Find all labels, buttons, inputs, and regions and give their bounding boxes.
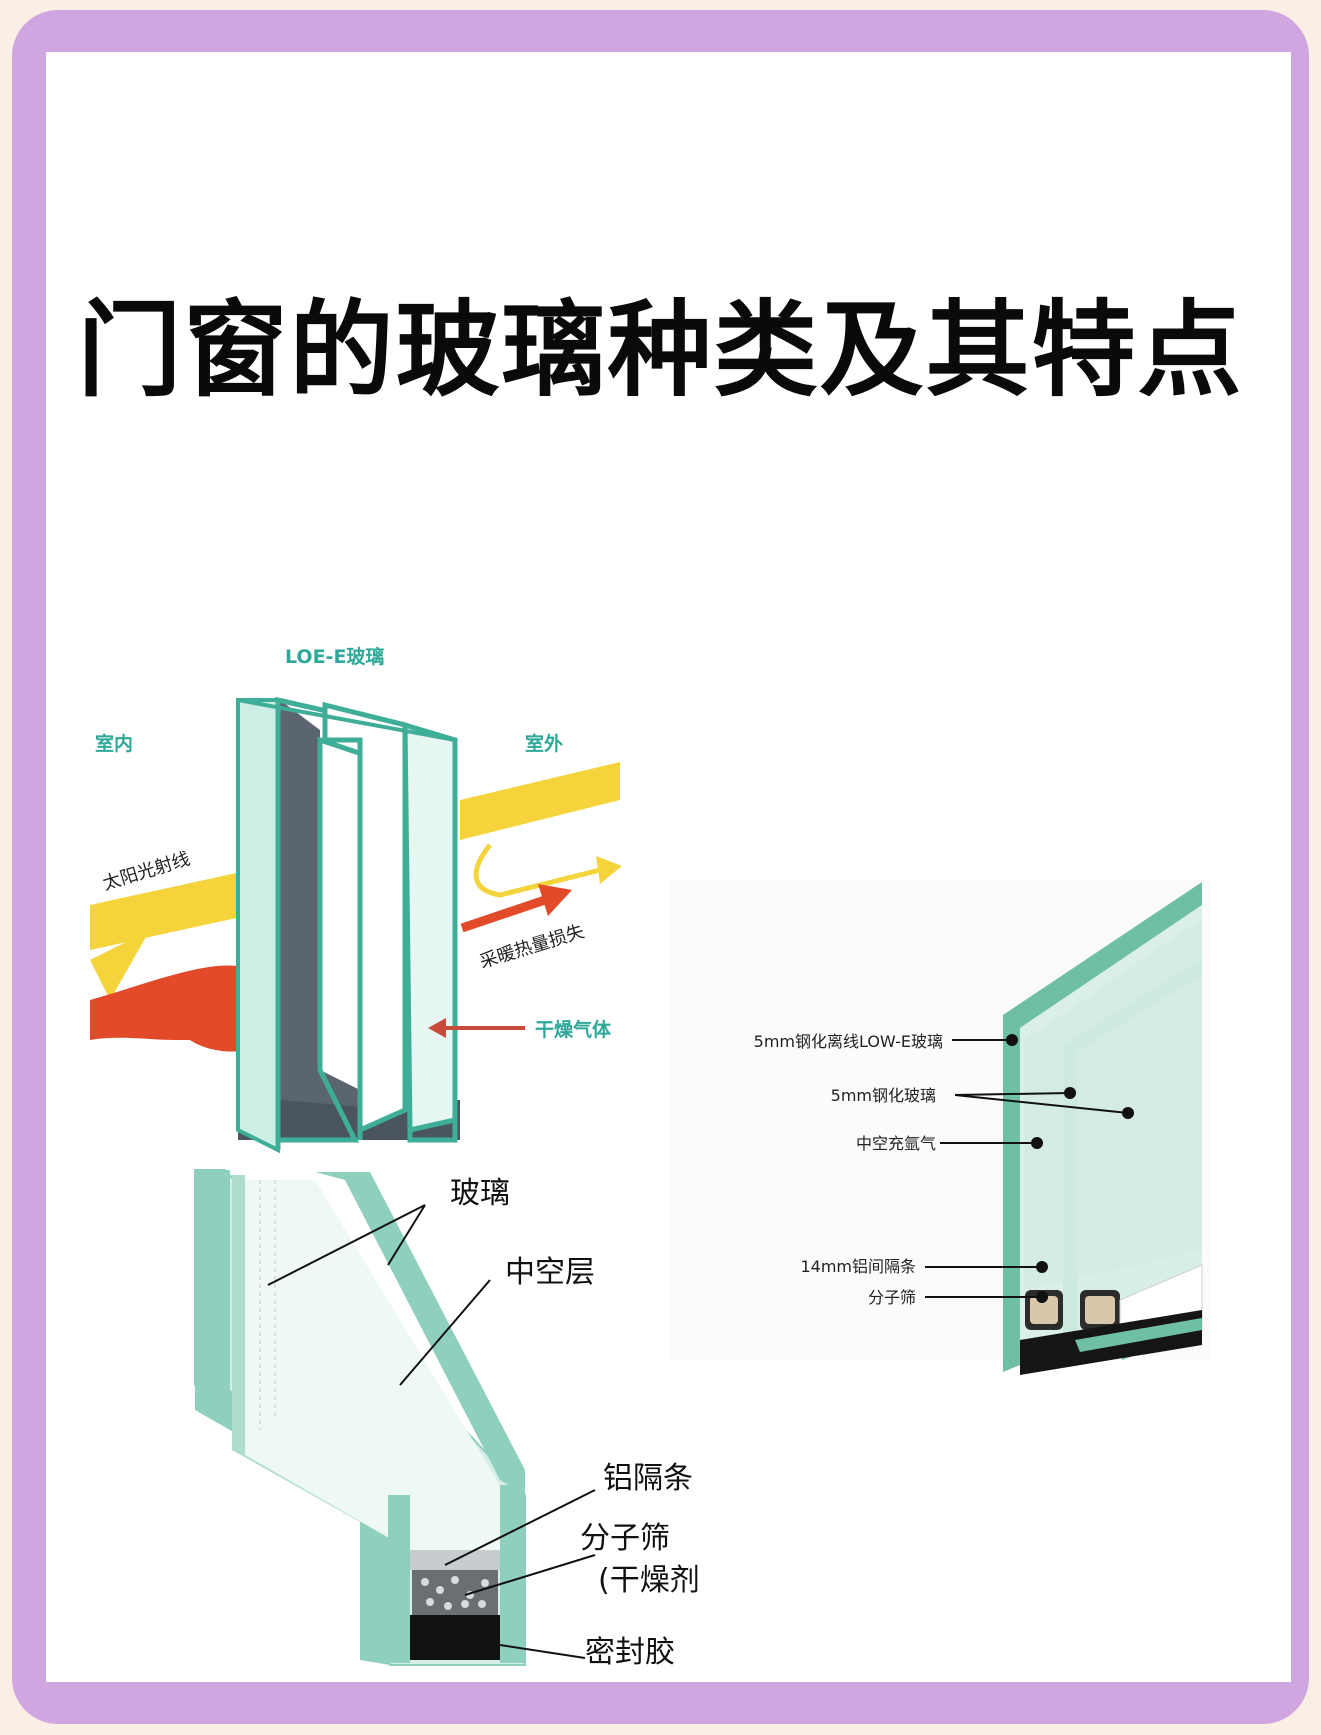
sun-ray-band-left [90, 870, 250, 950]
dot-spacer [1036, 1261, 1048, 1273]
double-top-edge [315, 1172, 525, 1495]
glass-pane-1 [236, 698, 280, 1154]
heat-curve-left [90, 965, 273, 1052]
double-bottom-pane-right [500, 1485, 525, 1663]
label-sieve-line1: 分子筛 [580, 1521, 670, 1556]
leader-sieve [464, 1554, 596, 1596]
page-title: 门窗的玻璃种类及其特点 [77, 289, 1244, 411]
spacer-inner [280, 700, 400, 1110]
glass-pane-3 [322, 701, 408, 1134]
leader-spacer-bar [444, 1489, 596, 1566]
reflected-ray-head [596, 856, 622, 884]
pane-1-edge [1003, 882, 1202, 1372]
label-sieve-line2: (干燥剂 [598, 1563, 700, 1598]
dot-sieve [1036, 1291, 1048, 1303]
desiccant-dots [421, 1576, 489, 1610]
label-argon: 中空充氩气 [856, 1134, 936, 1153]
heat-arrow-line [460, 895, 547, 933]
leader-sealant [499, 1644, 586, 1659]
glass-top-edge [237, 698, 456, 742]
pane-1-inner [1025, 918, 1202, 1290]
label-aluminum-spacer: 铝隔条 [603, 1461, 693, 1496]
label-glass: 玻璃 [450, 1176, 510, 1211]
label-indoor: 室内 [95, 732, 133, 755]
dot-tempered-1 [1064, 1087, 1076, 1099]
double-diagram: 玻璃 中空层 铝隔条 分子筛 (干燥剂 密封胶 [194, 1169, 700, 1670]
leader-glass-2 [387, 1204, 426, 1266]
label-lowe-glass: LOE-E玻璃 [285, 645, 384, 668]
glass-pane-4 [402, 721, 458, 1134]
leader-cavity [399, 1279, 491, 1386]
triple-diagram: 5mm钢化离线LOW-E玻璃 5mm钢化玻璃 中空充氩气 14mm铝间隔条 分子… [670, 880, 1210, 1375]
reflected-ray [473, 843, 601, 898]
leader-tempered-2 [954, 1094, 1129, 1114]
label-heat-loss: 采暖热量损失 [477, 921, 586, 973]
label-sealant: 密封胶 [585, 1635, 675, 1670]
label-dry-gas: 干燥气体 [535, 1018, 612, 1041]
double-bottom-pane-left [388, 1495, 410, 1663]
label-lowe-pane: 5mm钢化离线LOW-E玻璃 [754, 1032, 943, 1051]
sieve-2 [1085, 1296, 1115, 1324]
lowe-diagram: LOE-E玻璃 室内 室外 太阳光射线 采暖热量损失 干燥气体 [90, 645, 622, 1154]
heat-arrow-head [538, 884, 572, 916]
dot-tempered-2 [1122, 1107, 1134, 1119]
leader-glass-1 [267, 1204, 426, 1286]
sun-ray-arrow-tip [90, 930, 150, 1000]
sealant [405, 1615, 505, 1660]
label-cavity: 中空层 [505, 1255, 595, 1290]
sieve-1 [1030, 1296, 1058, 1324]
label-outdoor: 室外 [525, 732, 563, 755]
dot-argon [1031, 1137, 1043, 1149]
leader-tempered-1 [954, 1092, 1071, 1096]
sun-ray-band-right [460, 762, 620, 840]
gas-arrow-head [428, 1018, 446, 1038]
label-tempered: 5mm钢化玻璃 [831, 1086, 936, 1105]
label-spacer-14mm: 14mm铝间隔条 [800, 1257, 916, 1276]
label-sieve-small: 分子筛 [868, 1288, 916, 1307]
dot-lowe [1006, 1034, 1018, 1046]
double-cavity [245, 1180, 500, 1550]
pane-2-foot [1075, 1318, 1202, 1352]
